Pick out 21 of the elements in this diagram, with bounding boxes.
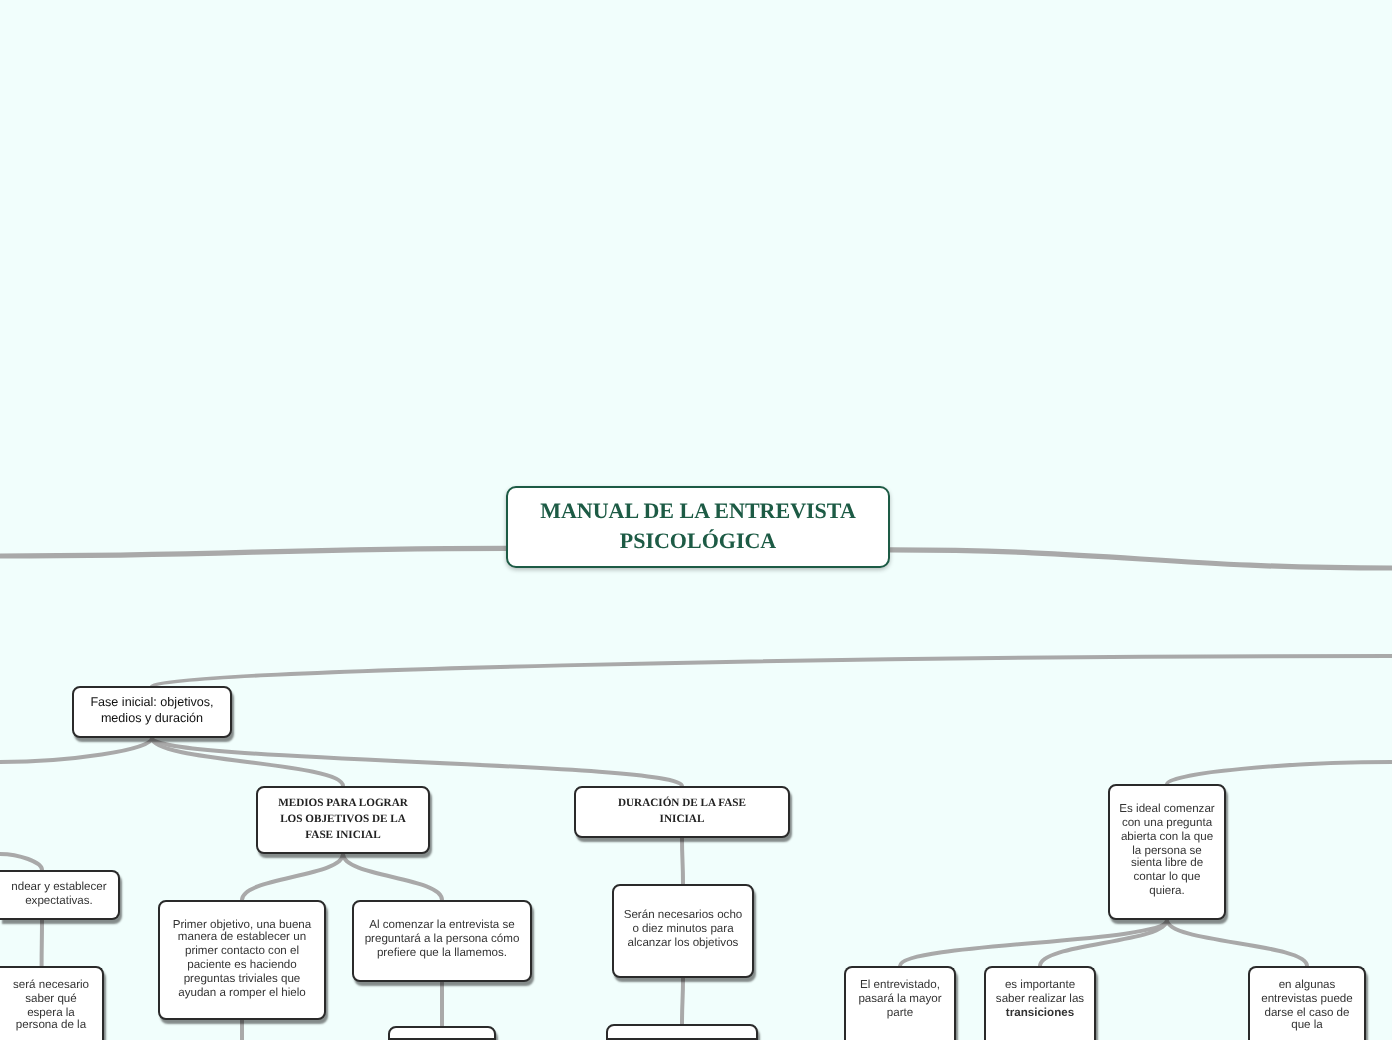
connector-line [1038, 918, 1169, 968]
connector-line [898, 918, 1169, 968]
central-topic-box: MANUAL DE LA ENTREVISTA PSICOLÓGICA [506, 486, 890, 568]
connector-line [150, 654, 1392, 688]
connector-line [1165, 760, 1392, 786]
connector-line [0, 736, 154, 764]
connector-line [150, 736, 345, 788]
connector-line [680, 836, 685, 886]
empty-topic-box [388, 1026, 496, 1040]
connector-line [440, 980, 444, 1028]
connector-line [887, 547, 1392, 571]
connector-line [0, 545, 509, 559]
connector-line [39, 918, 44, 968]
empty-topic-box [606, 1024, 758, 1040]
connector-line [341, 852, 444, 902]
connector-line [1165, 918, 1309, 968]
connector-line [0, 852, 44, 872]
connector-line [680, 976, 685, 1026]
connector-line [150, 736, 684, 788]
connector-line [240, 1018, 244, 1040]
connector-line [240, 852, 345, 902]
